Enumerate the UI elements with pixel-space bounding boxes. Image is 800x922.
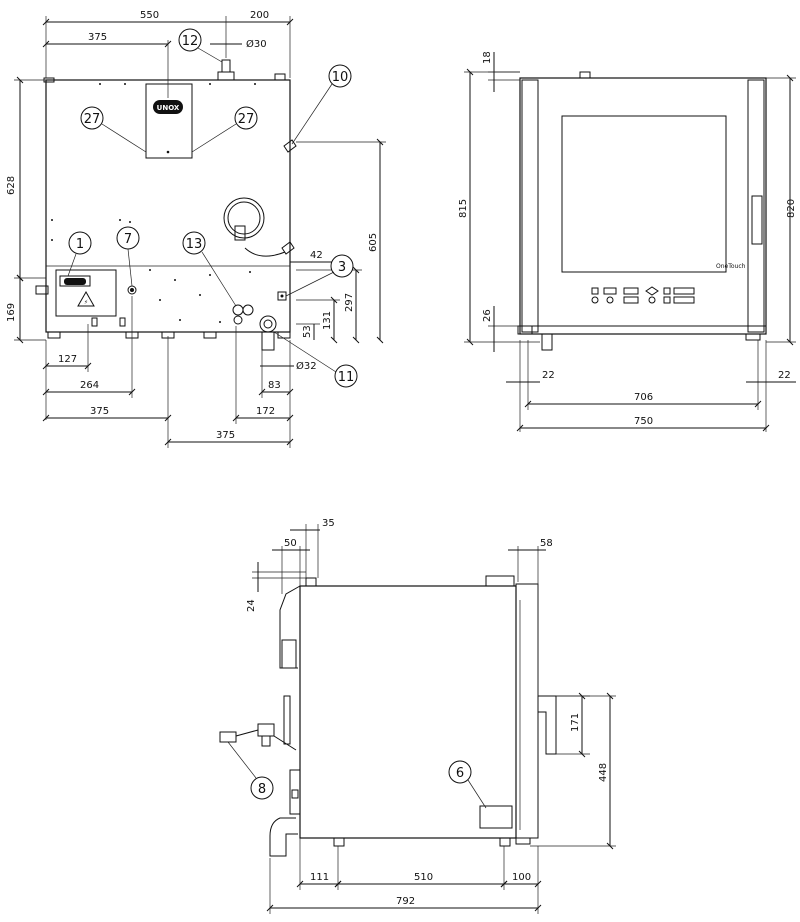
dim-22-right: 22 (778, 370, 791, 381)
dim-100: 100 (512, 872, 531, 883)
control-panel (591, 286, 695, 304)
svg-text:3: 3 (338, 260, 346, 275)
dim-628: 628 (6, 176, 17, 195)
side-view-body (299, 585, 517, 839)
hose-connector (219, 723, 297, 751)
side-view-dimensions: 35 50 58 24 171 448 111 510 (246, 518, 616, 914)
dim-169: 169 (6, 303, 17, 322)
dim-792: 792 (396, 896, 415, 907)
side-door (515, 583, 539, 839)
rear-view-dimensions: 550 200 375 Ø30 628 169 605 42 297 131 (6, 10, 386, 448)
svg-text:⚡: ⚡ (84, 299, 88, 306)
callout-6: 6 (448, 760, 472, 784)
callout-27-left: 27 (80, 106, 104, 130)
dim-706: 706 (634, 392, 653, 403)
door-handle (538, 695, 557, 755)
dim-d32: Ø32 (296, 360, 317, 372)
svg-text:13: 13 (186, 237, 203, 252)
brand-label: OneTouch (716, 263, 746, 270)
dim-200: 200 (250, 10, 269, 21)
svg-text:27: 27 (84, 112, 101, 127)
dim-24: 24 (246, 599, 257, 612)
dim-42: 42 (310, 250, 323, 261)
dim-750: 750 (634, 416, 653, 427)
side-view (219, 575, 557, 857)
callout-11: 11 (334, 364, 358, 388)
svg-text:10: 10 (332, 70, 349, 85)
callout-27-right: 27 (234, 106, 258, 130)
callout-8: 8 (250, 776, 274, 800)
callout-3: 3 (330, 254, 354, 278)
oven-body (519, 77, 767, 335)
dim-58: 58 (540, 538, 553, 549)
svg-text:12: 12 (182, 34, 199, 49)
svg-text:27: 27 (238, 112, 255, 127)
hazard-icon (77, 290, 95, 307)
svg-text:UNOX: UNOX (157, 104, 180, 112)
callout-7: 7 (116, 226, 140, 250)
dim-375-b: 375 (216, 430, 235, 441)
dim-131: 131 (322, 311, 333, 330)
dim-820: 820 (786, 199, 797, 218)
dim-111: 111 (310, 872, 329, 883)
dim-83: 83 (268, 380, 281, 391)
dim-375-top: 375 (88, 32, 107, 43)
dim-510: 510 (414, 872, 433, 883)
front-door-dimensions: 18 815 26 820 22 22 706 750 (458, 51, 797, 432)
oven-window (561, 115, 727, 273)
dim-172: 172 (256, 406, 275, 417)
dim-605: 605 (368, 233, 379, 252)
rear-view-callouts: 12 10 27 27 1 7 13 3 11 (67, 28, 358, 388)
dim-35: 35 (322, 518, 335, 529)
dim-171: 171 (570, 713, 581, 732)
dim-22-left: 22 (542, 370, 555, 381)
svg-text:11: 11 (338, 370, 355, 385)
callout-12: 12 (178, 28, 202, 52)
dim-297: 297 (344, 293, 355, 312)
dim-127: 127 (58, 354, 77, 365)
dim-375-a: 375 (90, 406, 109, 417)
unox-logo (153, 100, 183, 114)
dim-550: 550 (140, 10, 159, 21)
svg-text:6: 6 (456, 766, 464, 781)
dim-815: 815 (458, 199, 469, 218)
dim-50: 50 (284, 538, 297, 549)
side-view-callouts: 6 8 (227, 741, 487, 809)
svg-text:7: 7 (124, 232, 132, 247)
dim-18: 18 (482, 51, 493, 64)
svg-text:8: 8 (258, 782, 266, 797)
callout-1: 1 (68, 231, 92, 255)
dim-26: 26 (482, 309, 493, 322)
callout-10: 10 (328, 64, 352, 88)
dim-448: 448 (598, 763, 609, 782)
rating-plate (479, 805, 513, 829)
dim-d30: Ø30 (246, 38, 267, 50)
front-door-view: OneTouch (517, 71, 767, 351)
electrical-box (55, 269, 117, 317)
callout-13: 13 (182, 231, 206, 255)
svg-text:1: 1 (76, 237, 84, 252)
dim-53: 53 (302, 325, 313, 338)
dim-264: 264 (80, 380, 99, 391)
rear-view: UNOX ⚡ (35, 59, 297, 351)
